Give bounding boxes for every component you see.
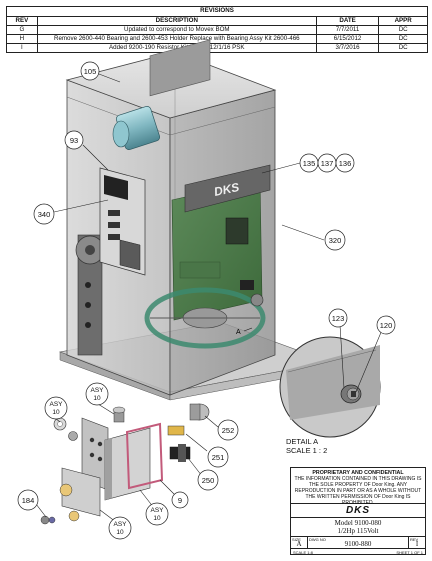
rev-cell: REV I <box>409 537 425 548</box>
pulley-arm <box>75 234 105 356</box>
date-cell: 3/7/2016 <box>317 44 380 52</box>
revision-row: H Remove 2600-440 Bearing and 2600-453 H… <box>7 35 427 44</box>
description-cell: Remove 2600-440 Bearing and 2600-453 Hol… <box>38 35 317 43</box>
model-number: Model 9100-080 <box>334 519 382 527</box>
callout-asy-2: ASY 10 <box>44 396 68 420</box>
proprietary-notice: PROPRIETARY AND CONFIDENTIAL THE INFORMA… <box>291 468 425 506</box>
detail-a-view <box>279 336 381 438</box>
callout-320: 320 <box>324 229 346 251</box>
detail-marker: A <box>236 329 241 336</box>
callout-135: 135 <box>299 153 319 173</box>
detail-scale: SCALE 1 : 2 <box>286 446 328 455</box>
revisions-table: REVISIONS REV DESCRIPTION DATE APPR G Up… <box>6 6 428 53</box>
callout-105: 105 <box>80 61 100 81</box>
detail-title: DETAIL A <box>286 437 319 446</box>
exploded-lock-assembly <box>40 403 210 525</box>
svg-text:10: 10 <box>116 529 124 536</box>
callout-asy-1: ASY 10 <box>85 382 109 406</box>
svg-text:10: 10 <box>52 409 60 416</box>
callouts: 105 93 340 135 137 136 320 123 120 252 2… <box>17 61 396 540</box>
rev-value: I <box>415 540 419 548</box>
appr-cell: DC <box>398 26 408 33</box>
callout-93: 93 <box>64 130 84 150</box>
detail-a-label: DETAIL A SCALE 1 : 2 <box>286 437 327 455</box>
svg-text:93: 93 <box>70 136 78 145</box>
svg-text:ASY: ASY <box>90 387 104 394</box>
control-box <box>99 167 146 276</box>
svg-text:ASY: ASY <box>150 507 164 514</box>
revision-row: G Updated to correspond to Movex BOM 7/7… <box>7 26 427 35</box>
svg-text:10: 10 <box>153 515 161 522</box>
callout-asy-4: ASY 10 <box>145 502 169 526</box>
svg-text:135: 135 <box>303 159 316 168</box>
rev-label: REV <box>410 537 419 542</box>
date-cell: 6/15/2012 <box>317 35 380 43</box>
header-date: DATE <box>317 17 380 25</box>
revisions-header-row: REV DESCRIPTION DATE APPR <box>7 17 427 26</box>
svg-text:9: 9 <box>178 496 182 505</box>
company-logo: DKS <box>291 504 425 518</box>
model-rating: 1/2Hp 115Volt <box>337 527 379 535</box>
svg-text:251: 251 <box>212 453 225 462</box>
revisions-title: REVISIONS <box>7 7 427 17</box>
drawing-number-row: SIZE A DWG NO 9100-880 REV I <box>291 537 425 549</box>
description-cell: Added 9200-190 Resistor Kit UL325 12/1/1… <box>38 44 317 52</box>
header-rev: REV <box>7 17 38 25</box>
header-appr: APPR <box>394 17 412 24</box>
title-block-footer: SCALE 1:8 SHEET 1 OF 1 <box>291 549 425 556</box>
svg-text:ASY: ASY <box>113 521 127 528</box>
title-block: PROPRIETARY AND CONFIDENTIAL THE INFORMA… <box>290 467 426 555</box>
size-cell: SIZE A <box>291 537 308 548</box>
rev-cell: H <box>7 35 38 43</box>
size-value: A <box>296 540 302 548</box>
svg-text:252: 252 <box>222 426 235 435</box>
callout-340: 340 <box>33 203 55 225</box>
callout-250: 250 <box>197 469 219 491</box>
svg-text:10: 10 <box>93 395 101 402</box>
callout-136: 136 <box>335 153 355 173</box>
drive-wheel <box>144 287 266 349</box>
callout-9: 9 <box>171 491 189 509</box>
brand-panel: DKS <box>184 164 271 213</box>
callout-asy-3: ASY 10 <box>108 516 132 540</box>
svg-text:137: 137 <box>321 159 334 168</box>
svg-text:184: 184 <box>22 496 35 505</box>
model-info: Model 9100-080 1/2Hp 115Volt <box>291 518 425 537</box>
callout-137: 137 <box>317 153 337 173</box>
rev-cell: I <box>7 44 38 52</box>
sheet-text: SHEET 1 OF 1 <box>396 550 423 555</box>
svg-text:340: 340 <box>38 210 51 219</box>
release-knob <box>250 293 264 307</box>
appr-cell: DC <box>398 44 408 51</box>
scale-text: SCALE 1:8 <box>293 550 313 555</box>
dwg-no-value: 9100-880 <box>344 540 372 548</box>
callout-252: 252 <box>217 419 239 441</box>
size-label: SIZE <box>292 537 301 542</box>
svg-text:105: 105 <box>84 67 97 76</box>
revision-row: I Added 9200-190 Resistor Kit UL325 12/1… <box>7 44 427 52</box>
description-cell: Updated to correspond to Movex BOM <box>38 26 317 34</box>
appr-cell: DC <box>398 35 408 42</box>
date-cell: 7/7/2011 <box>317 26 380 34</box>
svg-text:250: 250 <box>202 476 215 485</box>
callout-123: 123 <box>328 308 348 328</box>
svg-text:320: 320 <box>329 236 342 245</box>
callout-251: 251 <box>207 446 229 468</box>
callout-120: 120 <box>376 315 396 335</box>
brand-panel-text: DKS <box>213 180 241 199</box>
svg-text:136: 136 <box>339 159 352 168</box>
rev-cell: G <box>7 26 38 34</box>
svg-text:123: 123 <box>332 314 345 323</box>
proprietary-text: THE INFORMATION CONTAINED IN THIS DRAWIN… <box>294 476 422 506</box>
svg-text:ASY: ASY <box>49 401 63 408</box>
header-description: DESCRIPTION <box>38 17 317 25</box>
dwg-no-cell: DWG NO 9100-880 <box>308 537 409 548</box>
motor <box>112 39 211 150</box>
callout-184: 184 <box>17 489 39 511</box>
proprietary-title: PROPRIETARY AND CONFIDENTIAL <box>312 470 404 476</box>
dwg-no-label: DWG NO <box>309 537 326 542</box>
svg-text:120: 120 <box>380 321 393 330</box>
